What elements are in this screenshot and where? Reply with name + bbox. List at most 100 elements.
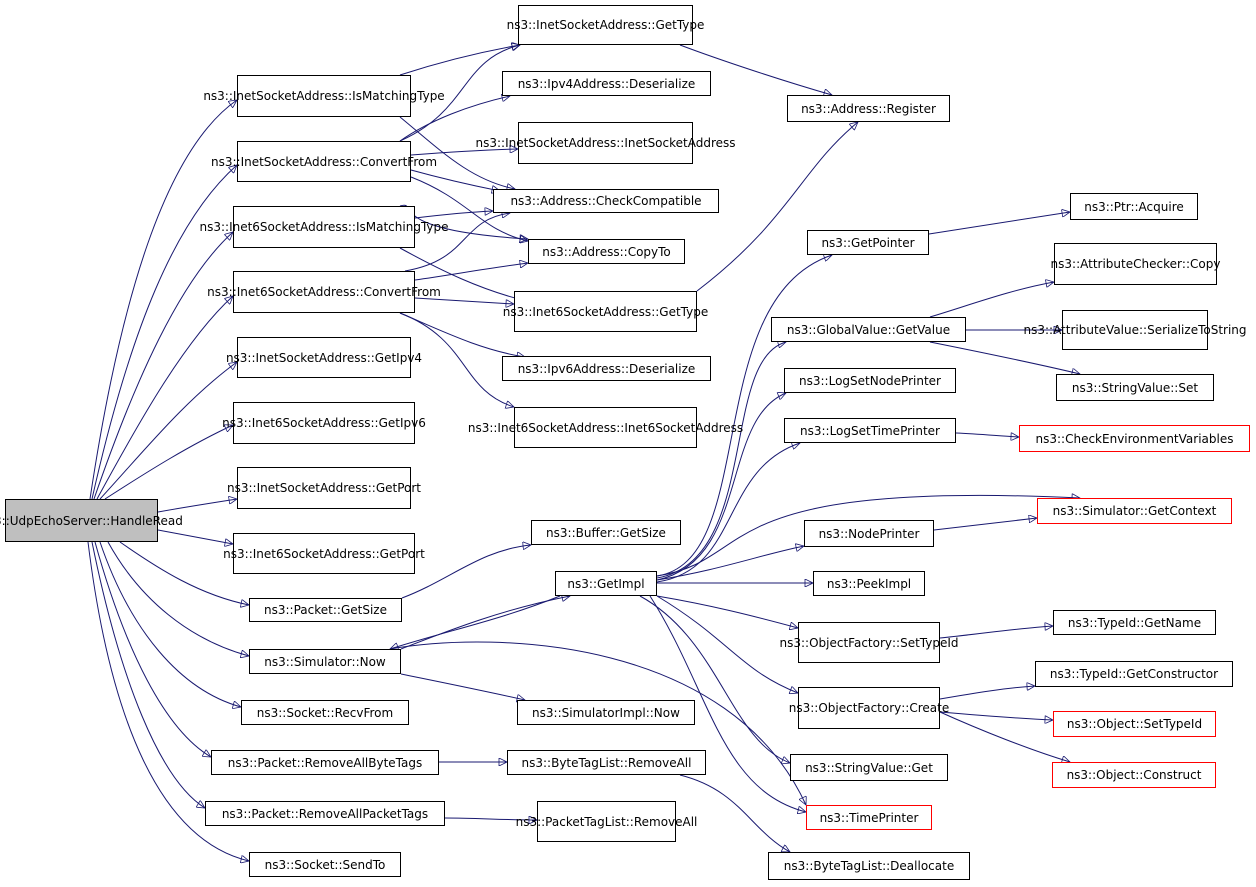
edge-call-globalvalue-checkercopy: [929, 282, 1054, 318]
label-line: ::GetIpv6: [370, 416, 426, 430]
node-object-factory-create[interactable]: ns3::ObjectFactory::Create: [789, 687, 949, 729]
node-log-set-time-printer[interactable]: ns3::LogSetTimePrinter: [784, 418, 956, 443]
edge-call-handleread-recvfrom: [99, 541, 241, 707]
node-inet6-socket-address-get-type[interactable]: ns3::Inet6SocketAddress::GetType: [503, 291, 708, 332]
node-byte-tag-list-remove-all[interactable]: ns3::ByteTagList::RemoveAll: [507, 750, 706, 775]
label-line: ns3::Socket::RecvFrom: [256, 705, 394, 720]
edge-call-getimpl-create: [656, 595, 798, 693]
node-ipv6-address-deserialize[interactable]: ns3::Ipv6Address::Deserialize: [502, 356, 711, 381]
edge-call-getpointer-acquire: [928, 212, 1070, 235]
edge-call-getsize-buffersize: [401, 545, 531, 599]
label-line: ns3::TypeId::GetConstructor: [1049, 667, 1219, 681]
node-string-value-set[interactable]: ns3::StringValue::Set: [1056, 374, 1214, 401]
node-inet-socket-address-is-matching-type[interactable]: ns3::InetSocketAddress::IsMatchingType: [203, 75, 445, 117]
node-log-set-node-printer[interactable]: ns3::LogSetNodePrinter: [784, 368, 956, 393]
label-line: ns3::Inet6SocketAddress: [223, 546, 372, 561]
node-inet6-socket-address-get-ipv6[interactable]: ns3::Inet6SocketAddress::GetIpv6: [222, 402, 426, 444]
label-line: ns3::InetSocketAddress: [226, 481, 368, 495]
node-socket-recv-from[interactable]: ns3::Socket::RecvFrom: [241, 700, 409, 725]
edge-call-inet6-convertfrom-checkcompat: [404, 213, 510, 272]
label-line: ::GetIpv4: [366, 350, 423, 365]
node-get-pointer[interactable]: ns3::GetPointer: [807, 230, 929, 255]
label-line: ns3::Socket::SendTo: [264, 857, 386, 872]
node-type-id-get-name[interactable]: ns3::TypeId::GetName: [1053, 610, 1216, 635]
edge-call-removepackettags-removeall: [444, 818, 537, 820]
node-packet-tag-list-remove-all[interactable]: ns3::PacketTagList::RemoveAll: [516, 801, 697, 842]
node-check-environment-variables[interactable]: ns3::CheckEnvironmentVariables: [1019, 425, 1250, 452]
label-line: ::SerializeToString: [1139, 323, 1247, 337]
label-line: ns3::Inet6SocketAddress: [467, 420, 617, 435]
node-object-construct[interactable]: ns3::Object::Construct: [1052, 762, 1216, 788]
label-line: ns3::ByteTagList::Deallocate: [783, 859, 955, 873]
label-line: ns3::ObjectFactory: [779, 635, 893, 650]
label-line: ns3::StringValue::Set: [1071, 380, 1199, 395]
node-inet-socket-address-ctor[interactable]: ns3::InetSocketAddress::InetSocketAddres…: [475, 122, 736, 164]
edge-call-inet6-ismatching-gettype: [399, 247, 530, 302]
edge-call-create-getconstructor: [939, 686, 1035, 700]
node-inet6-socket-address-is-matching-type[interactable]: ns3::Inet6SocketAddress::IsMatchingType: [199, 206, 449, 248]
node-node-printer[interactable]: ns3::NodePrinter: [804, 520, 934, 547]
node-simulator-impl-now[interactable]: ns3::SimulatorImpl::Now: [517, 700, 695, 725]
label-line: ::ConvertFrom: [355, 285, 441, 299]
node-attribute-checker-copy[interactable]: ns3::AttributeChecker::Copy: [1051, 243, 1220, 285]
label-line: ns3::InetSocketAddress: [475, 136, 617, 150]
edge-call-handleread-inet6-ismatching: [93, 232, 233, 500]
node-inet6-socket-address-convert-from[interactable]: ns3::Inet6SocketAddress::ConvertFrom: [207, 271, 441, 313]
label-line: ns3::Inet6SocketAddress: [502, 304, 652, 319]
edge-call-handleread-convertfrom: [91, 165, 237, 500]
node-packet-remove-all-packet-tags[interactable]: ns3::Packet::RemoveAllPacketTags: [205, 801, 445, 826]
edge-call-convertfrom-gettype: [399, 45, 520, 142]
node-global-value-get-value[interactable]: ns3::GlobalValue::GetValue: [771, 317, 966, 342]
node-inet6-socket-address-get-port[interactable]: ns3::Inet6SocketAddress::GetPort: [223, 533, 425, 574]
node-peek-impl[interactable]: ns3::PeekImpl: [813, 571, 925, 596]
edge-call-now-simimplnow: [400, 673, 525, 700]
node-packet-remove-all-byte-tags[interactable]: ns3::Packet::RemoveAllByteTags: [211, 750, 439, 775]
node-type-id-get-constructor[interactable]: ns3::TypeId::GetConstructor: [1035, 661, 1233, 687]
label-line: ns3::Simulator::GetContext: [1052, 504, 1217, 518]
node-buffer-get-size[interactable]: ns3::Buffer::GetSize: [531, 520, 681, 545]
node-address-check-compatible[interactable]: ns3::Address::CheckCompatible: [493, 189, 719, 213]
node-address-copy-to[interactable]: ns3::Address::CopyTo: [528, 239, 685, 264]
node-inet6-socket-address-ctor[interactable]: ns3::Inet6SocketAddress::Inet6SocketAddr…: [468, 407, 743, 448]
label-line: ns3::CheckEnvironmentVariables: [1035, 431, 1234, 446]
edge-call-create-construct: [939, 711, 1070, 762]
edge-call-getimpl-logtime: [656, 443, 800, 583]
node-time-printer[interactable]: ns3::TimePrinter: [806, 805, 932, 830]
edge-call-handleread-sendto: [87, 541, 249, 861]
label-line: ns3::PacketTagList: [515, 814, 626, 829]
node-socket-send-to[interactable]: ns3::Socket::SendTo: [249, 852, 401, 877]
node-object-factory-set-type-id[interactable]: ns3::ObjectFactory::SetTypeId: [780, 622, 959, 663]
node-inet-socket-address-get-ipv4[interactable]: ns3::InetSocketAddress::GetIpv4: [226, 337, 422, 378]
node-string-value-get[interactable]: ns3::StringValue::Get: [790, 754, 948, 781]
node-simulator-now[interactable]: ns3::Simulator::Now: [249, 649, 401, 674]
node-inet-socket-address-convert-from[interactable]: ns3::InetSocketAddress::ConvertFrom: [211, 141, 437, 182]
edge-call-nodeprinter-getcontext: [933, 518, 1037, 531]
label-line: ns3::TimePrinter: [819, 810, 919, 825]
label-line: ::InetSocketAddress: [616, 136, 736, 150]
label-line: ns3::Inet6SocketAddress: [222, 416, 371, 430]
node-object-set-type-id[interactable]: ns3::Object::SetTypeId: [1053, 711, 1216, 737]
label-line: ns3::InetSocketAddress: [210, 154, 352, 169]
edge-call-getimpl-globalvalue: [656, 342, 786, 579]
edge-call-inet6-ismatching-copyto: [399, 204, 528, 239]
label-line: ns3::Packet::GetSize: [264, 603, 387, 617]
node-inet-socket-address-get-port[interactable]: ns3::InetSocketAddress::GetPort: [227, 467, 421, 509]
edge-call-handleread-getipv6: [104, 425, 233, 500]
node-inet-socket-address-get-type[interactable]: ns3::InetSocketAddress::GetType: [507, 5, 704, 45]
node-attribute-value-serialize-to-string[interactable]: ns3::AttributeValue::SerializeToString: [1023, 310, 1247, 350]
node-ptr-acquire[interactable]: ns3::Ptr::Acquire: [1070, 193, 1198, 220]
node-address-register[interactable]: ns3::Address::Register: [787, 95, 950, 122]
label-line: ::GetPort: [371, 546, 425, 561]
node-get-impl[interactable]: ns3::GetImpl: [555, 571, 657, 596]
edge-call-handleread-removebytetags: [94, 541, 211, 757]
node-ipv4-address-deserialize[interactable]: ns3::Ipv4Address::Deserialize: [502, 71, 711, 96]
label-line: ns3::GlobalValue::GetValue: [786, 322, 951, 337]
node-byte-tag-list-deallocate[interactable]: ns3::ByteTagList::Deallocate: [768, 852, 970, 880]
label-line: ns3::InetSocketAddress: [203, 89, 345, 103]
node-simulator-get-context[interactable]: ns3::Simulator::GetContext: [1037, 498, 1232, 524]
node-packet-get-size[interactable]: ns3::Packet::GetSize: [249, 598, 402, 622]
label-line: ns3::ObjectFactory: [788, 701, 902, 715]
label-line: ns3::StringValue::Get: [805, 760, 933, 775]
